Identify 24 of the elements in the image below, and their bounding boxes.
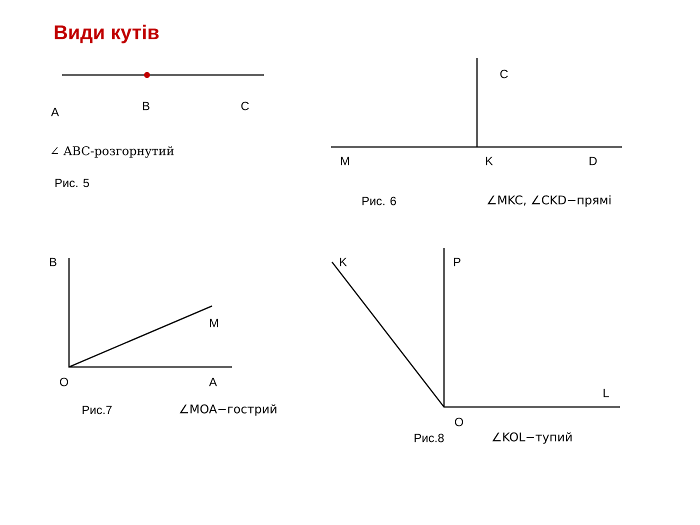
point-label: C — [241, 102, 249, 110]
point-label: D — [590, 156, 597, 166]
point-label: O — [454, 418, 464, 426]
point-label: P — [454, 258, 460, 266]
point-label: ∠KOL−тупий — [492, 432, 572, 444]
point-label: M — [210, 318, 218, 328]
point-label: Рис.7 — [82, 406, 112, 414]
point-label: ∠MOA−гострий — [180, 404, 276, 416]
point-label: B — [50, 258, 56, 266]
point-label: Рис. 5 — [55, 178, 90, 188]
title: Види кутів — [54, 24, 159, 44]
point-label: K — [486, 156, 493, 166]
point-label: A — [51, 108, 59, 116]
point-label: C — [500, 70, 508, 78]
point-label: M — [341, 156, 349, 166]
point-label: B — [143, 102, 150, 110]
point-label: ∠ ABC-розгорнутий — [51, 146, 174, 158]
point-label: K — [340, 258, 347, 266]
point-label: L — [604, 388, 609, 398]
point-label: ∠MKC, ∠CKD−прямі — [487, 195, 610, 207]
point-label: A — [209, 378, 217, 386]
point-label: Рис. 6 — [362, 196, 396, 206]
point-label: Рис.8 — [414, 434, 444, 442]
point-label: O — [60, 378, 68, 386]
